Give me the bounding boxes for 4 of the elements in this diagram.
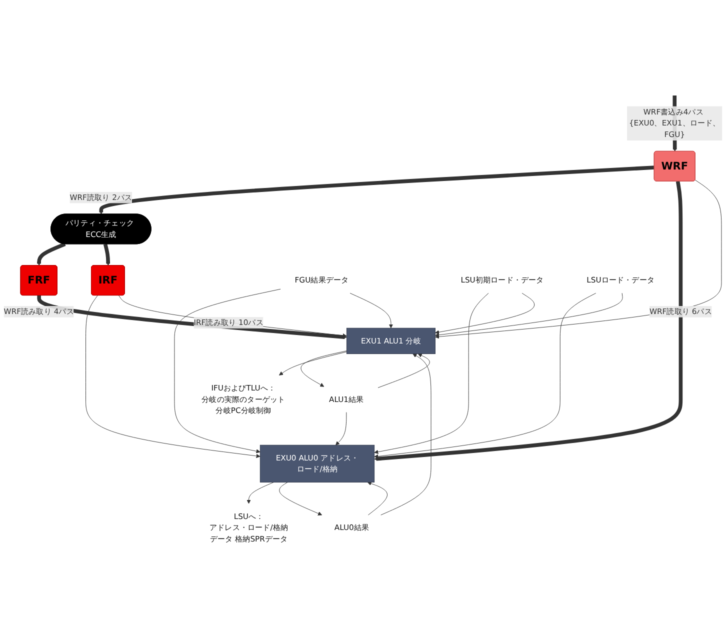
- arrow: [99, 166, 654, 214]
- arrow: [374, 181, 683, 461]
- arrow: [36, 242, 66, 266]
- arrow: [103, 244, 110, 266]
